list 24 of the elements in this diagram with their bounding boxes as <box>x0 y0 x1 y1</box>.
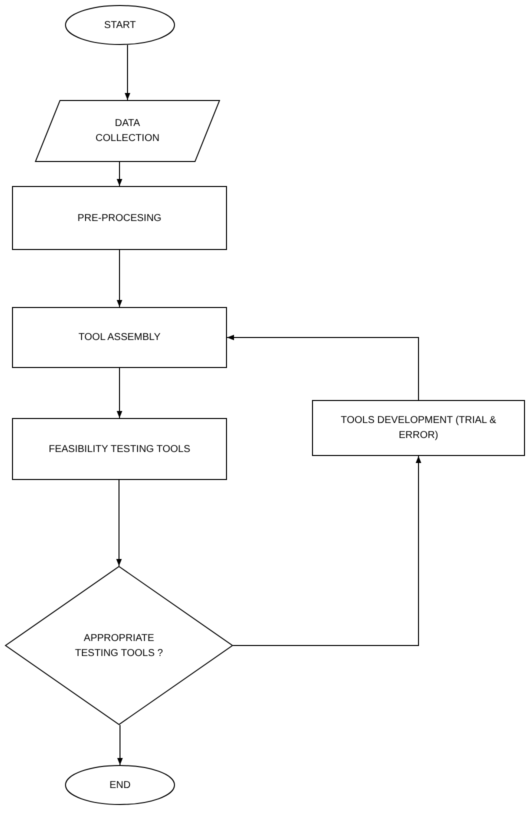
arrow <box>116 250 122 308</box>
decision-diamond <box>5 566 233 725</box>
process-box <box>12 307 227 368</box>
arrow <box>232 456 422 646</box>
start-terminal <box>65 5 175 45</box>
arrow <box>116 162 122 186</box>
node-label: END <box>109 778 131 792</box>
process-box <box>12 186 227 250</box>
data-parallelogram <box>35 100 220 162</box>
process-box <box>312 400 525 456</box>
node-label: TOOL ASSEMBLY <box>78 331 161 345</box>
process-box <box>12 418 227 480</box>
node-label: FEASIBILITY TESTING TOOLS <box>48 442 190 456</box>
node-label: START <box>104 18 136 32</box>
node-label: TOOLS DEVELOPMENT (TRIAL & ERROR) <box>340 414 498 443</box>
node-label: PRE-PROCESING <box>78 212 162 226</box>
arrow <box>116 368 122 418</box>
node-label: DATA COLLECTION <box>94 117 160 146</box>
node-label: APPROPRIATE TESTING TOOLS ? <box>74 632 164 660</box>
end-terminal <box>65 765 175 805</box>
arrow <box>124 44 130 100</box>
arrow <box>117 724 123 766</box>
arrow <box>226 334 419 400</box>
arrow <box>116 480 122 566</box>
